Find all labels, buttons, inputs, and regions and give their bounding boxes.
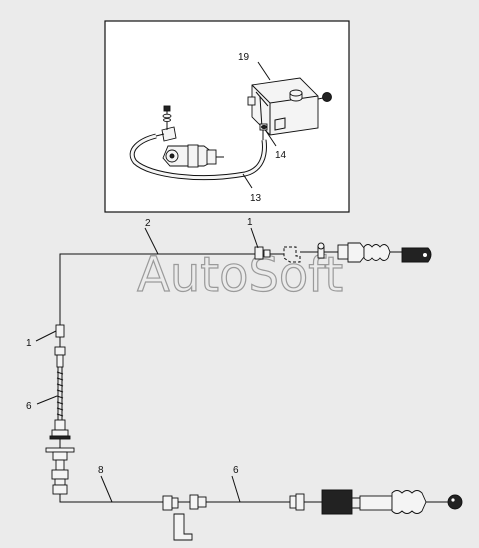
leader-8 <box>100 475 113 503</box>
master-cylinder <box>155 126 224 168</box>
leader-19 <box>257 61 271 81</box>
left-clamp <box>35 324 65 347</box>
leader-14 <box>265 130 277 147</box>
leader-13 <box>242 173 253 189</box>
callout-13: 13 <box>250 193 262 204</box>
inset-panel: 19 14 13 <box>104 20 350 213</box>
cable-2 <box>59 253 258 325</box>
callout-6-left: 6 <box>26 401 32 412</box>
upper-actuator <box>254 242 432 263</box>
callout-6-bottom: 6 <box>233 465 239 476</box>
callout-8: 8 <box>98 465 104 476</box>
callout-19: 19 <box>238 52 250 63</box>
hose-13 <box>129 133 267 181</box>
leader-1-left <box>35 330 57 342</box>
leader-6-left <box>36 395 58 405</box>
cable-8 <box>59 494 165 503</box>
lower-actuator <box>289 489 463 515</box>
callout-2: 2 <box>145 218 151 229</box>
callout-1-top: 1 <box>247 217 253 228</box>
leader-1-top <box>250 227 259 249</box>
callout-1-left: 1 <box>26 338 32 349</box>
watermark-text: AutoSoft <box>137 247 343 303</box>
reservoir-tank <box>247 77 332 136</box>
lower-bracket <box>162 494 290 541</box>
callout-14: 14 <box>275 150 287 161</box>
fitting-14 <box>259 123 268 140</box>
leader-2 <box>144 227 159 255</box>
leader-6-bottom <box>231 475 241 503</box>
sleeve-6-left <box>45 346 75 495</box>
bolt-stack <box>162 105 172 130</box>
